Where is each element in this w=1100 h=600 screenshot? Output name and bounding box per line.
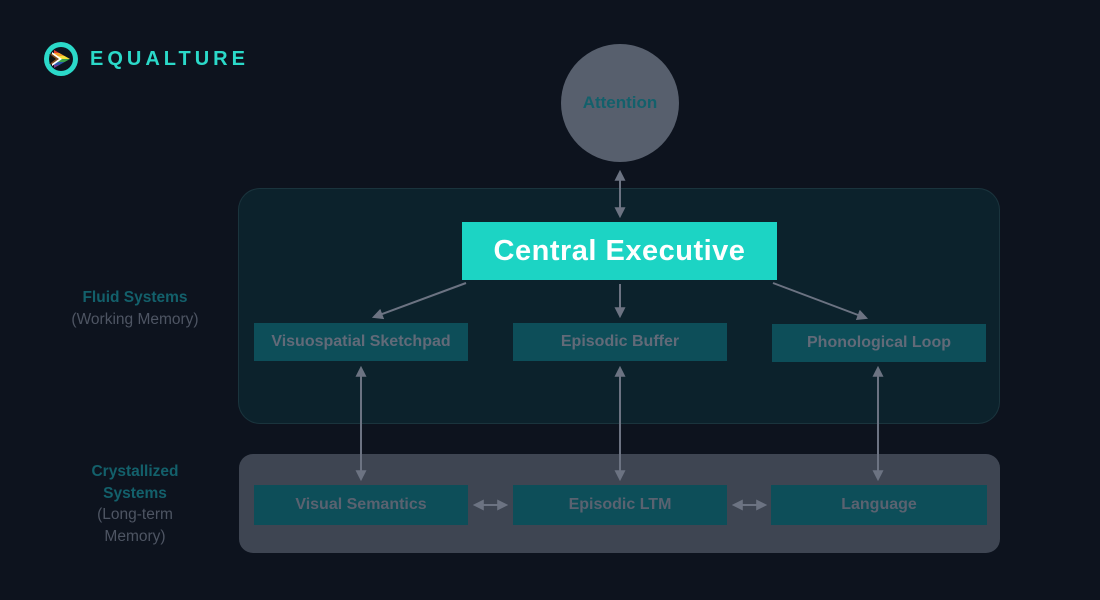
attention-label: Attention xyxy=(582,93,658,112)
episodic-ltm-node: Episodic LTM xyxy=(513,485,727,525)
attention-node: Attention xyxy=(561,44,679,162)
visuospatial-sketchpad-node: Visuospatial Sketchpad xyxy=(254,323,468,361)
crystallized-systems-title: Crystallized Systems xyxy=(91,463,179,502)
central-executive-node: Central Executive xyxy=(462,222,777,280)
visuospatial-sketchpad-label: Visuospatial Sketchpad xyxy=(271,333,451,350)
episodic-buffer-node: Episodic Buffer xyxy=(513,323,727,361)
equalture-logo: EQUALTURE xyxy=(44,42,249,76)
fluid-systems-title: Fluid Systems xyxy=(82,289,188,306)
visual-semantics-node: Visual Semantics xyxy=(254,485,468,525)
episodic-buffer-label: Episodic Buffer xyxy=(560,333,680,350)
visual-semantics-label: Visual Semantics xyxy=(295,496,427,513)
language-label: Language xyxy=(841,496,917,513)
phonological-loop-node: Phonological Loop xyxy=(772,324,986,362)
crystallized-systems-label: Crystallized Systems (Long-term Memory) xyxy=(55,461,215,547)
equalture-pride-circle-icon xyxy=(44,42,78,76)
central-executive-label: Central Executive xyxy=(493,234,746,267)
phonological-loop-label: Phonological Loop xyxy=(807,334,951,351)
episodic-ltm-label: Episodic LTM xyxy=(568,496,672,513)
crystallized-systems-subtitle: (Long-term Memory) xyxy=(97,506,173,545)
fluid-systems-label: Fluid Systems (Working Memory) xyxy=(35,287,235,330)
logo-wordmark: EQUALTURE xyxy=(90,47,249,70)
language-node: Language xyxy=(771,485,987,525)
fluid-systems-subtitle: (Working Memory) xyxy=(71,310,199,328)
